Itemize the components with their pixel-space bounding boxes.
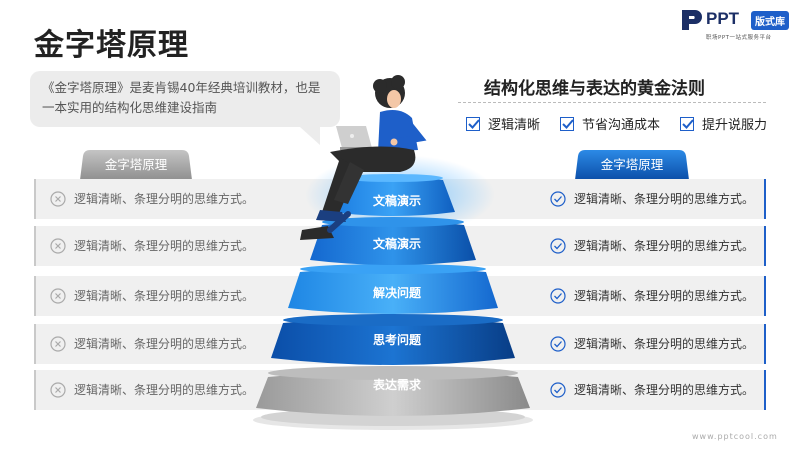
checkbox-checked-icon <box>466 116 480 131</box>
intro-bubble-tail <box>300 127 320 145</box>
rule-item-label: 节省沟通成本 <box>582 118 661 133</box>
pyramid-level-3-label: 解决问题 <box>372 286 421 300</box>
page-title: 金字塔原理 <box>34 28 189 63</box>
logo-tagline: 职场PPT一站式服务平台 <box>706 35 772 41</box>
tab-left-shape <box>80 150 192 180</box>
row-right-text: 逻辑清晰、条理分明的思维方式。 <box>574 337 755 351</box>
row-left-text: 逻辑清晰、条理分明的思维方式。 <box>74 383 255 397</box>
check-circle-icon <box>550 191 566 207</box>
row-right-text: 逻辑清晰、条理分明的思维方式。 <box>574 239 755 253</box>
tab-right-header: 金字塔原理 <box>575 150 689 180</box>
rule-item-1: 逻辑清晰 <box>466 114 540 133</box>
row-right-text: 逻辑清晰、条理分明的思维方式。 <box>574 383 755 397</box>
footer-url: www.pptcool.com <box>692 432 778 441</box>
close-circle-icon <box>50 288 66 304</box>
check-circle-icon <box>550 382 566 398</box>
brand-logo[interactable]: PPT 版式库 职场PPT一站式服务平台 <box>680 8 792 48</box>
check-circle-icon <box>550 238 566 254</box>
pyramid-level-1 <box>331 177 455 216</box>
pyramid-level-5-label: 表达需求 <box>372 378 421 392</box>
checkbox-checked-icon <box>560 116 574 131</box>
close-circle-icon <box>50 336 66 352</box>
pyramid-level-2 <box>310 221 476 265</box>
pyramid-level-4 <box>271 318 515 365</box>
logo-badge: 版式库 <box>751 11 789 30</box>
row-left-text: 逻辑清晰、条理分明的思维方式。 <box>74 337 255 351</box>
intro-bubble: 《金字塔原理》是麦肯锡40年经典培训教材，也是一本实用的结构化思维建设指南 <box>30 71 340 127</box>
row-left-text: 逻辑清晰、条理分明的思维方式。 <box>74 192 255 206</box>
rule-item-label: 提升说服力 <box>702 118 768 133</box>
person-with-laptop-illustration <box>300 75 427 240</box>
row-right-text: 逻辑清晰、条理分明的思维方式。 <box>574 192 755 206</box>
pyramid-level-3 <box>288 267 498 314</box>
rules-title: 结构化思维与表达的黄金法则 <box>484 79 705 99</box>
logo-brand: PPT <box>706 9 740 28</box>
tab-left-label: 金字塔原理 <box>104 157 168 172</box>
close-circle-icon <box>50 191 66 207</box>
tab-right-label: 金字塔原理 <box>600 157 664 172</box>
logo-mark-icon <box>682 10 702 30</box>
tab-left-header: 金字塔原理 <box>80 150 192 180</box>
rules-divider <box>458 102 766 103</box>
rule-item-label: 逻辑清晰 <box>488 118 541 133</box>
close-circle-icon <box>50 238 66 254</box>
row-left-text: 逻辑清晰、条理分明的思维方式。 <box>74 289 255 303</box>
rule-item-3: 提升说服力 <box>680 114 767 133</box>
tab-right-shape <box>575 150 689 180</box>
checkbox-checked-icon <box>680 116 694 131</box>
pyramid-level-1-label: 文稿演示 <box>372 194 421 208</box>
check-circle-icon <box>550 288 566 304</box>
check-circle-icon <box>550 336 566 352</box>
pyramid-level-5 <box>256 371 530 416</box>
pyramid-level-2-label: 文稿演示 <box>372 237 421 251</box>
row-right-text: 逻辑清晰、条理分明的思维方式。 <box>574 289 755 303</box>
close-circle-icon <box>50 382 66 398</box>
rule-item-2: 节省沟通成本 <box>560 114 660 133</box>
row-left-text: 逻辑清晰、条理分明的思维方式。 <box>74 239 255 253</box>
pyramid-level-4-label: 思考问题 <box>372 333 421 347</box>
